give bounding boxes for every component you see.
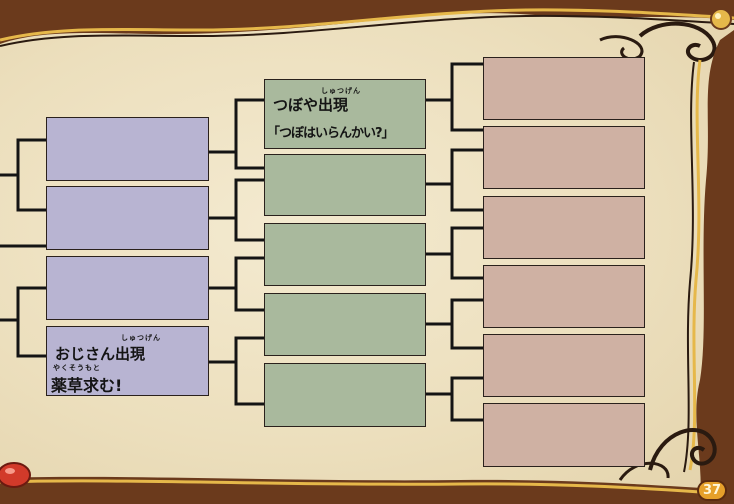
bracket-slot-col2-2 — [264, 154, 426, 216]
bracket-slot-col3-1 — [483, 57, 645, 120]
bracket-slot-col2-5 — [264, 363, 426, 427]
ruby-text: しゅつげん — [121, 334, 161, 342]
bracket-slot-col1-2 — [46, 186, 209, 250]
event-title: つぼや出現 — [273, 96, 349, 114]
event-title: おじさん出現 — [55, 345, 146, 363]
ruby-text: しゅつげん — [321, 87, 361, 95]
page-number: 37 — [697, 480, 727, 501]
bracket-slot-col3-6 — [483, 403, 645, 467]
bracket-slot-col1-4: しゅつげん おじさん出現 やくそうもと 薬草求む! — [46, 326, 209, 396]
bracket-slot-col3-5 — [483, 334, 645, 397]
bracket-slot-col3-2 — [483, 126, 645, 189]
bracket-slot-col2-1: しゅつげん つぼや出現 「つぼはいらんかい?」 — [264, 79, 426, 149]
bracket-slot-col2-4 — [264, 293, 426, 356]
ruby-text: やくそうもと — [53, 364, 101, 372]
bracket-slot-col3-3 — [483, 196, 645, 259]
event-subtitle: 薬草求む! — [51, 376, 123, 395]
event-subtitle: 「つぼはいらんかい?」 — [267, 126, 395, 141]
bracket-slot-col2-3 — [264, 223, 426, 286]
bracket-slot-col3-4 — [483, 265, 645, 328]
bracket-slot-col1-1 — [46, 117, 209, 181]
bracket-slot-col1-3 — [46, 256, 209, 320]
